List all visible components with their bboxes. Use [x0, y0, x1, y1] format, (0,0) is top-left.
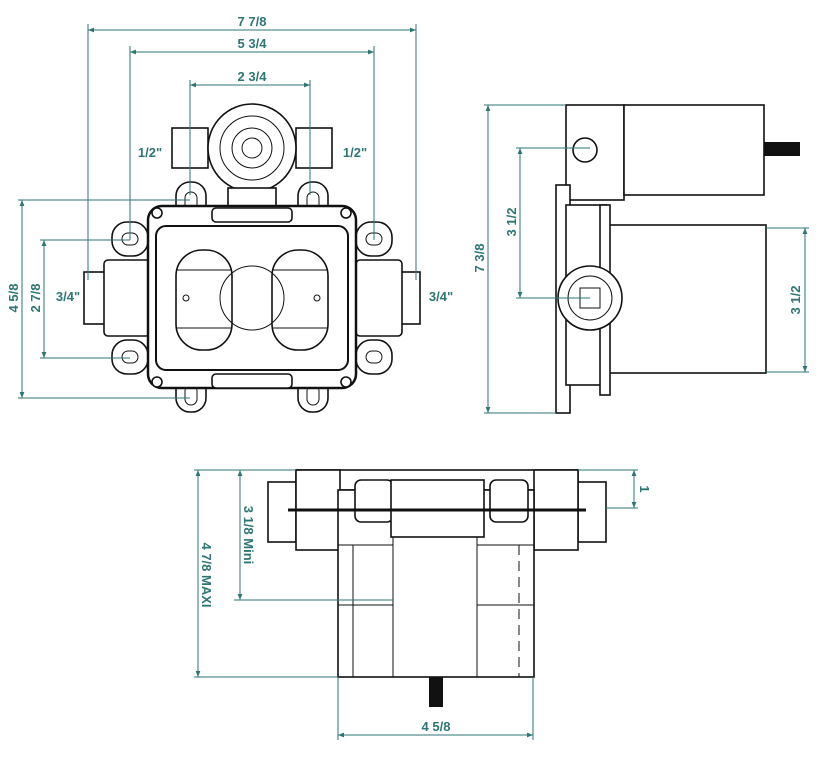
overall-height-label: 4 5/8	[6, 284, 21, 313]
side-height-label: 7 3/8	[472, 244, 487, 273]
front-view	[83, 103, 421, 413]
side-offset-label: 3 1/2	[504, 208, 519, 237]
overall-width-label: 7 7/8	[238, 14, 267, 29]
side-depth-label: 3 1/2	[788, 286, 803, 315]
depth-maxi-label: 4 7/8 MAXI	[199, 542, 214, 607]
bottom-view	[267, 469, 607, 707]
mount-height-label: 2 7/8	[28, 284, 43, 313]
top-left-port-label: 1/2"	[138, 145, 162, 160]
side-view	[555, 104, 800, 414]
depth-mini-label: 3 1/8 Mini	[241, 506, 256, 565]
inlet-spacing-label: 2 3/4	[238, 69, 268, 84]
left-port-label: 3/4"	[56, 289, 80, 304]
mount-width-label: 5 3/4	[238, 36, 268, 51]
flange-label: 1	[637, 485, 652, 492]
dimension-lines	[18, 24, 809, 740]
right-port-label: 3/4"	[429, 289, 453, 304]
top-right-port-label: 1/2"	[343, 145, 367, 160]
bottom-width-label: 4 5/8	[422, 719, 451, 734]
